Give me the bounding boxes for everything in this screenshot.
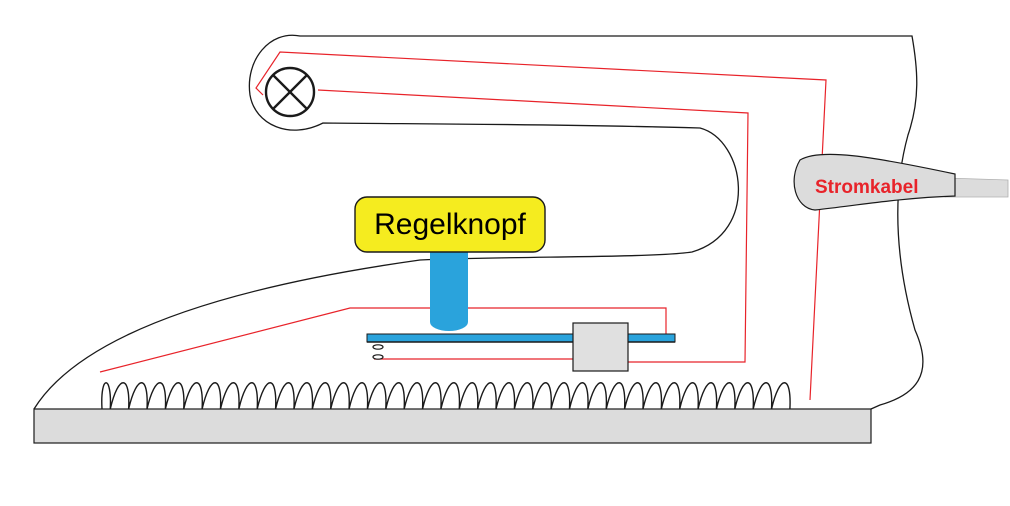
indicator-lamp-icon <box>264 66 316 118</box>
contact-point-lower <box>372 354 384 360</box>
regelknopf-box <box>354 196 546 253</box>
wire-heater-feed <box>99 307 667 373</box>
contact-block <box>572 322 629 372</box>
stromkabel-label: Stromkabel <box>815 177 918 198</box>
wire-lamp-loop-inner <box>317 89 749 363</box>
sole-plate <box>33 408 872 444</box>
bimetal-strip <box>366 333 676 343</box>
cable-plug <box>793 153 956 211</box>
knob-shaft <box>430 250 468 331</box>
regelknopf-label: Regelknopf <box>374 208 526 241</box>
heating-coil <box>101 382 791 410</box>
power-cable: Stromkabel <box>793 153 1009 211</box>
contact-point-upper <box>372 344 384 350</box>
